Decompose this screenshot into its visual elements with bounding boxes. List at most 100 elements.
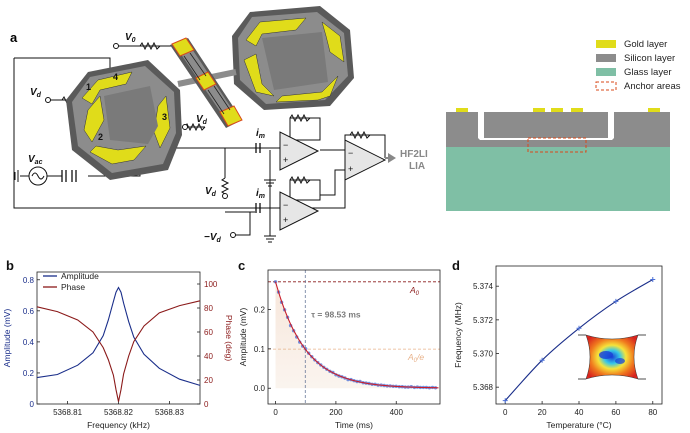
vac-label: Vac (28, 154, 43, 166)
lia-label-line1: HF2LI (400, 149, 428, 160)
vd-label-bottom: Vd (205, 186, 217, 198)
tau-label: τ = 98.53 ms (311, 309, 361, 319)
circuit-wires (13, 45, 395, 236)
xtick-label-c: 400 (390, 408, 404, 417)
ytick-label-c: 0.1 (254, 345, 266, 354)
svg-text:−: − (283, 200, 288, 210)
decay-area-fill (275, 281, 439, 389)
data-point (539, 357, 545, 363)
svg-text:−: − (348, 148, 353, 158)
data-point (502, 398, 508, 404)
legend-label-2: Glass layer (624, 67, 672, 78)
legend-label-3: Anchor areas (624, 81, 681, 92)
data-point (613, 298, 619, 304)
ytick-label-b-right: 0 (204, 400, 209, 409)
panel-a-label: a (10, 30, 18, 45)
vd-label-left: Vd (30, 87, 42, 99)
ytick-label-b-left: 0.4 (23, 338, 35, 347)
ytick-label-d: 5.368 (473, 383, 494, 392)
silicon-base (446, 112, 670, 147)
chart-d-temperature: d 5.368 5.370 5.372 5.374 0 20 40 60 80Temperatur… (452, 258, 663, 430)
ac-source (14, 166, 48, 186)
ytick-label-c: 0.0 (254, 384, 266, 393)
glass-layer (446, 147, 670, 211)
ytick-label-b-right: 100 (204, 280, 218, 289)
xtick-label-d: 20 (538, 408, 547, 417)
ylabel-d: Frequency (MHz) (453, 302, 463, 368)
neg-vd-label: −Vd (204, 232, 222, 244)
anchor-area-box (527, 137, 587, 153)
ytick-label-b-left: 0.8 (23, 276, 35, 285)
xlabel-b: Frequency (kHz) (87, 420, 150, 430)
electrode-numbers: 1 2 3 4 (86, 72, 167, 142)
ytick-label-d: 5.370 (473, 350, 494, 359)
left-resonator (66, 60, 182, 180)
mode-node (599, 351, 613, 359)
legend-label-1: Silicon layer (624, 53, 675, 64)
silicon-resonator (484, 112, 608, 138)
xlabel-c: Time (ms) (335, 420, 373, 430)
a0-subscript: 0 (416, 291, 420, 297)
legend-swatch-0 (596, 40, 616, 48)
data-point (576, 325, 582, 331)
series-line-amplitude (36, 286, 201, 386)
fit-curve (274, 281, 439, 389)
a0e-suffix: /e (416, 352, 424, 362)
legend-label-amplitude: Amplitude (61, 271, 99, 281)
electrode-number-2: 2 (98, 132, 103, 142)
vd-label-right: Vd (196, 114, 208, 126)
legend-label-0: Gold layer (624, 39, 667, 50)
a0-label: A0 (409, 285, 420, 297)
op-amps (279, 131, 387, 231)
plot-frame-c (267, 269, 441, 405)
xtick-label-b: 5368.83 (155, 408, 184, 417)
mode-node (615, 358, 625, 364)
ytick-label-b-left: 0.6 (23, 307, 35, 316)
series-line-phase (36, 300, 201, 402)
ylabel-b-left: Amplitude (mV) (2, 309, 12, 368)
electrode-number-3: 3 (162, 112, 167, 122)
legend-swatch-anchor (595, 81, 617, 91)
a0e-label: A0/e (407, 352, 424, 364)
legend-label-phase: Phase (61, 282, 85, 292)
im-label-bottom: im (256, 188, 265, 200)
im-label-top: im (256, 128, 265, 140)
xtick-label-d: 60 (611, 408, 620, 417)
v0-label: V0 (125, 32, 136, 44)
ytick-label-b-right: 60 (204, 328, 213, 337)
ylabel-c: Amplitude (mV) (238, 308, 248, 367)
panel-c-label: c (238, 258, 245, 273)
legend-swatch-1 (596, 54, 616, 62)
lia-label-line2: LIA (409, 161, 425, 172)
gold-pads (456, 108, 660, 112)
svg-text:+: + (283, 215, 288, 225)
right-resonator (232, 6, 354, 110)
a0e-subscript: 0 (414, 358, 418, 364)
op-amp-signs: −+ −+ −+ (283, 140, 353, 225)
ylabel-b-right: Phase (deg) (224, 315, 234, 361)
ytick-label-d: 5.372 (473, 316, 494, 325)
svg-text:+: + (348, 164, 353, 174)
capacitors (61, 143, 261, 213)
xlabel-d: Temperature (°C) (546, 420, 611, 430)
ytick-label-b-right: 20 (204, 376, 213, 385)
xtick-label-d: 40 (575, 408, 584, 417)
xtick-label-b: 5368.81 (53, 408, 82, 417)
svg-text:+: + (283, 155, 288, 165)
coupling-bridge (170, 37, 243, 128)
panel-d-label: d (452, 258, 460, 273)
lock-in-amplifier: HF2LI LIA (385, 149, 428, 172)
xtick-label-b: 5368.82 (104, 408, 133, 417)
xtick-label-d: 0 (503, 408, 508, 417)
data-point (650, 276, 656, 282)
resistors (61, 41, 371, 195)
xtick-label-d: 80 (648, 408, 657, 417)
electrode-number-4: 4 (113, 72, 118, 82)
panel-a: a (10, 6, 428, 244)
ytick-label-b-right: 80 (204, 304, 213, 313)
ytick-label-d: 5.374 (473, 282, 494, 291)
ytick-label-b-left: 0.2 (23, 369, 35, 378)
